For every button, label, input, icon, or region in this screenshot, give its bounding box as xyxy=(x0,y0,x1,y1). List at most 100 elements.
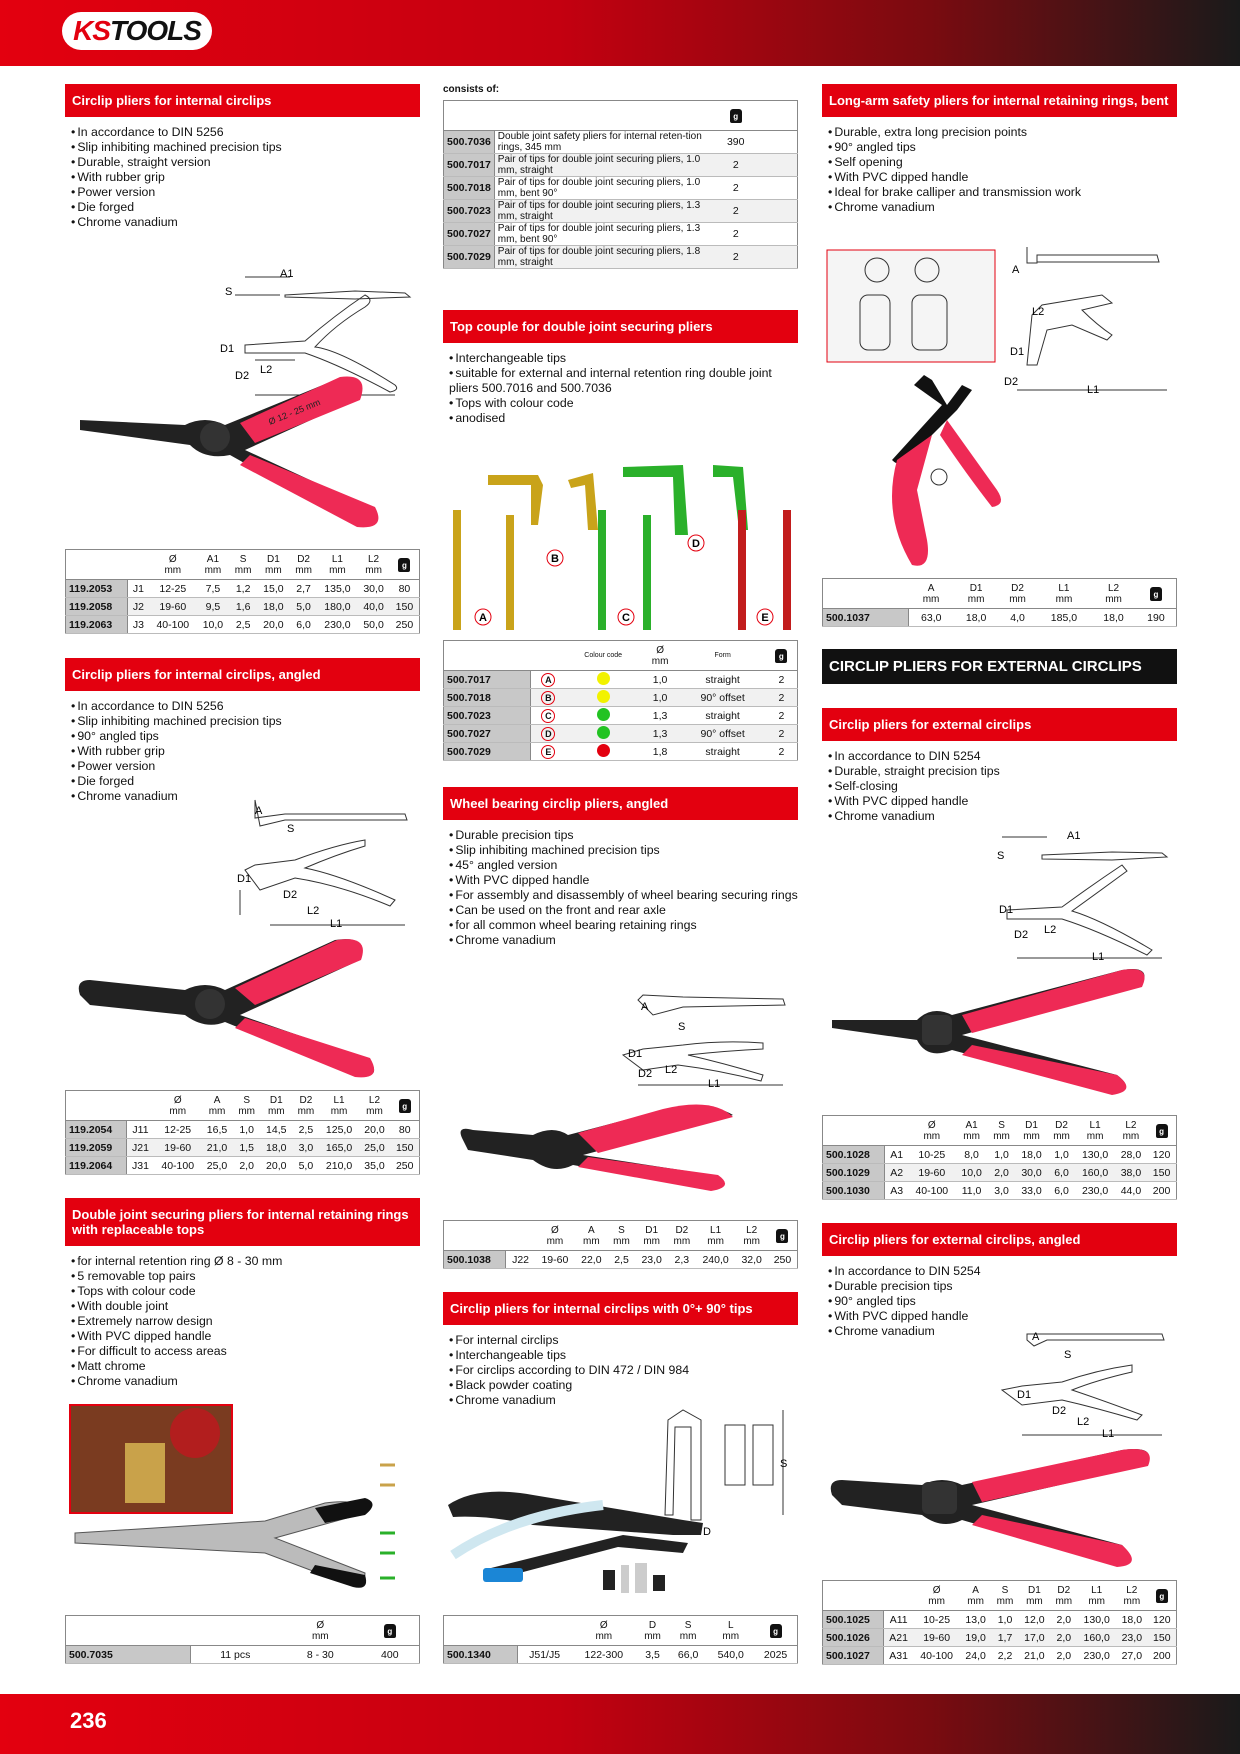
article-number[interactable]: 500.7017 xyxy=(443,670,532,689)
column-header: Ø mm xyxy=(154,1090,202,1121)
table-cell: 3,0 xyxy=(987,1181,1016,1200)
tip-letter: E xyxy=(541,744,556,759)
article-number[interactable]: 500.7029 xyxy=(443,245,495,269)
feature-item: With rubber grip xyxy=(71,170,420,185)
tip-letter-cell: C xyxy=(530,706,566,725)
table-cell: 18,0 xyxy=(257,597,290,616)
feature-item: With double joint xyxy=(71,1299,420,1314)
table-cell: 2 xyxy=(765,724,798,743)
feature-item: 90° angled tips xyxy=(71,729,420,744)
article-number[interactable]: 500.1037 xyxy=(822,608,909,627)
feature-item: Self-closing xyxy=(828,779,1177,794)
article-number[interactable]: 500.7036 xyxy=(443,130,495,154)
article-number[interactable]: 500.1038 xyxy=(443,1250,507,1269)
article-number[interactable]: 500.7018 xyxy=(443,176,495,200)
article-number[interactable]: 500.1027 xyxy=(822,1646,884,1665)
weight-header: g xyxy=(1147,1115,1177,1146)
article-number[interactable]: 119.2053 xyxy=(65,579,128,598)
article-number[interactable]: 119.2058 xyxy=(65,597,128,616)
table-cell: 2,5 xyxy=(292,1120,320,1139)
feature-item: Die forged xyxy=(71,200,420,215)
column-header: D1 mm xyxy=(635,1220,668,1251)
column-header xyxy=(884,1115,909,1146)
table-cell: 19-60 xyxy=(534,1250,576,1269)
table-cell: 8 - 30 xyxy=(279,1645,361,1664)
feature-item: 5 removable top pairs xyxy=(71,1269,420,1284)
article-number[interactable]: 500.1028 xyxy=(822,1145,886,1164)
section-title: Circlip pliers for external circlips xyxy=(822,708,1177,741)
double-joint-pliers-photo xyxy=(69,1404,395,1588)
table-cell: 6,0 xyxy=(1047,1181,1076,1200)
category-banner: CIRCLIP PLIERS FOR EXTERNAL CIRCLIPS xyxy=(822,649,1177,684)
article-number[interactable]: 500.1026 xyxy=(822,1628,884,1647)
article-number[interactable]: 500.7027 xyxy=(443,724,532,743)
dim-l2-label: L2 xyxy=(1077,1416,1089,1428)
feature-item: Tops with colour code xyxy=(449,396,798,411)
article-number[interactable]: 500.7035 xyxy=(65,1645,191,1664)
table-cell: 2 xyxy=(765,688,798,707)
dim-l2-label: L2 xyxy=(307,905,319,917)
tip-letter: B xyxy=(541,690,556,705)
article-number[interactable]: 500.7023 xyxy=(443,706,532,725)
feature-item: Slip inhibiting machined precision tips xyxy=(71,140,420,155)
table-cell: 6,0 xyxy=(289,615,318,634)
dim-d1-label: D1 xyxy=(237,873,251,885)
article-number[interactable]: 500.1030 xyxy=(822,1181,886,1200)
table-cell: 24,0 xyxy=(959,1646,992,1665)
article-number[interactable]: 500.7017 xyxy=(443,153,495,177)
article-number[interactable]: 119.2063 xyxy=(65,615,128,634)
weight-icon: g xyxy=(398,557,411,572)
section-title: Circlip pliers for internal circlips xyxy=(65,84,420,117)
article-number[interactable]: 500.1029 xyxy=(822,1163,886,1182)
table-cell: 11 pcs xyxy=(190,1645,280,1664)
table-cell: 150 xyxy=(1147,1163,1177,1182)
table-cell: 19-60 xyxy=(913,1628,960,1647)
table-cell: 10-25 xyxy=(913,1610,960,1629)
table-header-row: g xyxy=(443,100,798,131)
column-header: L1 mm xyxy=(1036,578,1092,609)
weight-header: g xyxy=(1147,1580,1177,1611)
table-cell: 2 xyxy=(765,670,798,689)
table-cell: 540,0 xyxy=(707,1645,755,1664)
table-cell: 5,0 xyxy=(292,1156,320,1175)
article-number[interactable]: 119.2054 xyxy=(65,1120,127,1139)
table-cell: 2 xyxy=(723,176,748,200)
column-header: D2 mm xyxy=(998,578,1037,609)
item-description: Pair of tips for double joint securing p… xyxy=(494,245,724,269)
column-header: S mm xyxy=(229,549,258,580)
feature-item: Chrome vanadium xyxy=(71,789,420,804)
table-cell: 19,0 xyxy=(959,1628,992,1647)
column-header: S mm xyxy=(987,1115,1016,1146)
dim-a-label: A xyxy=(1012,264,1020,276)
article-number[interactable]: 500.7018 xyxy=(443,688,532,707)
table-cell: 7,5 xyxy=(196,579,230,598)
table-cell: 2,0 xyxy=(232,1156,261,1175)
article-number[interactable]: 500.1025 xyxy=(822,1610,884,1629)
tip-letter-b: B xyxy=(551,553,559,565)
table-cell: 18,0 xyxy=(1091,608,1136,627)
consists-of-block: consists of: xyxy=(443,84,798,95)
table-cell: 13,0 xyxy=(959,1610,992,1629)
article-number[interactable]: 119.2064 xyxy=(65,1156,127,1175)
dim-d2-label: D2 xyxy=(1004,376,1018,388)
article-number[interactable]: 500.7023 xyxy=(443,199,495,223)
dim-d2-label: D2 xyxy=(235,370,249,382)
article-number[interactable]: 500.7027 xyxy=(443,222,495,246)
article-number[interactable]: 500.7029 xyxy=(443,742,532,761)
table-cell: 190 xyxy=(1135,608,1177,627)
table-cell: 130,0 xyxy=(1075,1145,1115,1164)
article-number[interactable]: 119.2059 xyxy=(65,1138,127,1157)
dim-s-label: S xyxy=(287,823,294,835)
article-number[interactable]: 500.1340 xyxy=(443,1645,518,1664)
feature-list: Durable precision tipsSlip inhibiting ma… xyxy=(449,828,798,948)
